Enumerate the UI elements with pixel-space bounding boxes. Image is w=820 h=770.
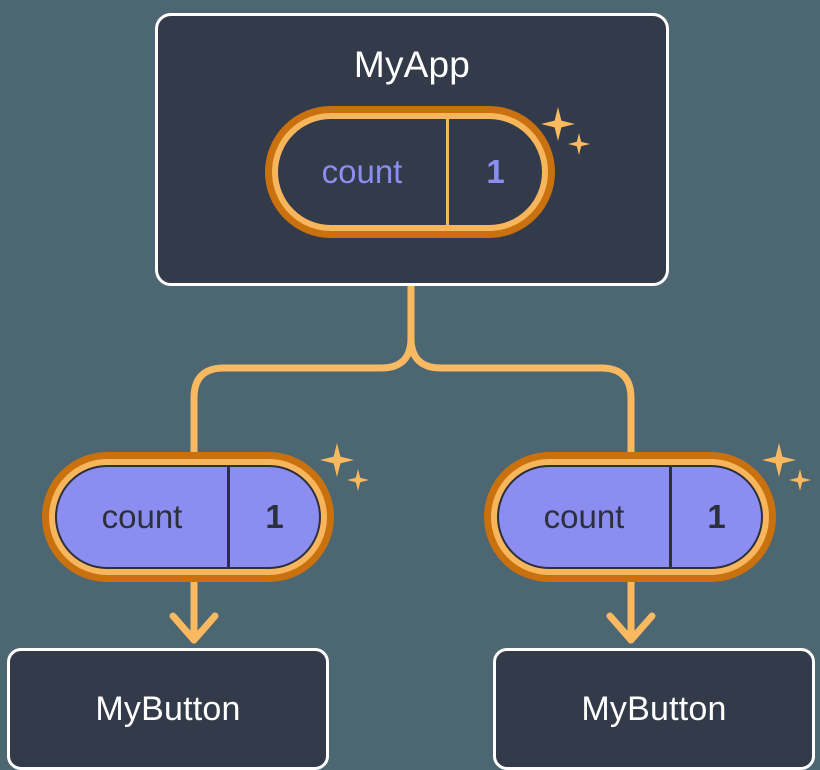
- component-card-mybutton-left[interactable]: MyButton: [7, 648, 329, 770]
- state-pill-body: count 1: [484, 452, 776, 582]
- component-label: MyButton: [581, 689, 727, 728]
- state-value-label: 1: [227, 467, 319, 567]
- component-label: MyButton: [95, 689, 241, 728]
- state-pill-inner: count 1: [497, 465, 763, 569]
- state-value-label: 1: [446, 119, 542, 225]
- arrow-down-icon-right: [606, 612, 656, 644]
- connector-parent-to-left-child: [190, 282, 415, 456]
- state-pill-inner: count 1: [278, 119, 542, 225]
- state-pill-inner: count 1: [55, 465, 321, 569]
- state-key-label: count: [321, 153, 403, 190]
- state-value-label: 1: [669, 467, 761, 567]
- arrow-down-icon-left: [169, 612, 219, 644]
- component-card-mybutton-right[interactable]: MyButton: [493, 648, 815, 770]
- state-key-label: count: [543, 498, 625, 535]
- state-pill-body: count 1: [42, 452, 334, 582]
- state-pill-body: count 1: [265, 106, 555, 238]
- page-title: MyApp: [353, 44, 471, 85]
- state-key-label: count: [101, 498, 183, 535]
- connector-parent-to-right-child: [407, 282, 635, 456]
